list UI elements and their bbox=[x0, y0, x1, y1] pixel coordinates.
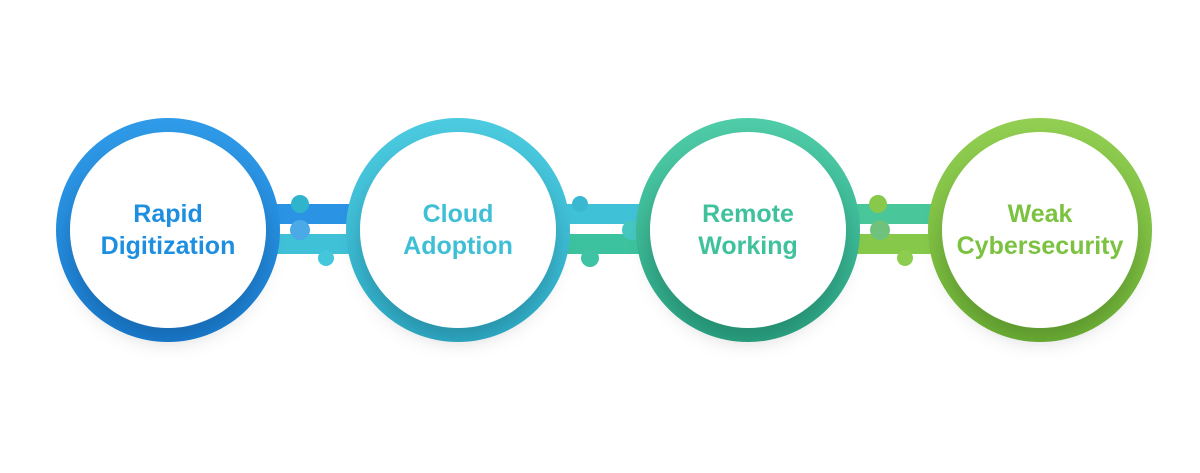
connector-3 bbox=[835, 195, 955, 266]
node-inner-circle bbox=[650, 132, 846, 328]
node-label-remote-working: Remote Working bbox=[648, 198, 848, 262]
node-label-cloud-adoption: Cloud Adoption bbox=[358, 198, 558, 262]
connector-dot bbox=[290, 220, 310, 240]
node-label-weak-cybersecurity: Weak Cybersecurity bbox=[940, 198, 1140, 262]
connector-dot bbox=[869, 195, 887, 213]
connector-dot bbox=[870, 220, 890, 240]
node-label-line: Digitization bbox=[100, 232, 236, 260]
nodes-layer bbox=[56, 118, 1152, 342]
connector-dot bbox=[291, 195, 309, 213]
node-label-line: Cybersecurity bbox=[956, 232, 1124, 260]
connector-dot bbox=[897, 250, 913, 266]
node-3 bbox=[636, 118, 860, 342]
node-4 bbox=[928, 118, 1152, 342]
node-label-line: Cloud bbox=[422, 200, 494, 228]
node-label-line: Weak bbox=[1007, 200, 1073, 228]
node-1 bbox=[56, 118, 280, 342]
node-inner-circle bbox=[360, 132, 556, 328]
node-label-line: Working bbox=[698, 232, 798, 260]
node-label-line: Rapid bbox=[133, 200, 203, 228]
node-2 bbox=[346, 118, 570, 342]
connector-dot bbox=[581, 249, 599, 267]
node-label-line: Remote bbox=[702, 200, 794, 228]
connector-dot bbox=[572, 196, 588, 212]
connector-dot bbox=[318, 250, 334, 266]
node-inner-circle bbox=[942, 132, 1138, 328]
node-inner-circle bbox=[70, 132, 266, 328]
node-label-line: Adoption bbox=[403, 232, 513, 260]
node-label-rapid-digitization: Rapid Digitization bbox=[68, 198, 268, 262]
